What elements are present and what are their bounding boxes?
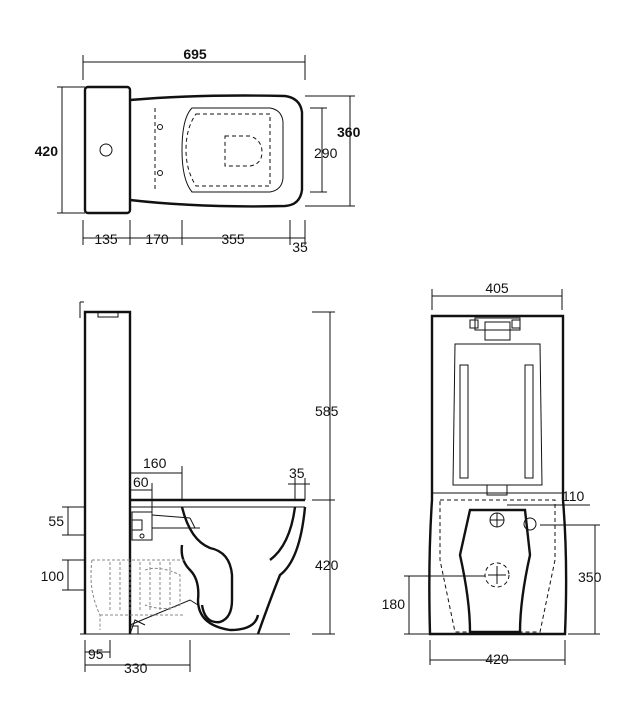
bowl-outline-side [256, 506, 307, 635]
dim-bowl-depth-outer: 360 [337, 124, 361, 140]
bowl-opening-top [224, 135, 263, 167]
dim-inlet-110: 110 [562, 488, 585, 504]
trap-side [180, 544, 260, 632]
outlet-circle-front [484, 562, 510, 588]
dim-overall-width: 695 [183, 46, 207, 62]
dim-overall-depth: 420 [35, 143, 59, 159]
dim-base-95: 95 [88, 646, 104, 662]
seat-inner-top [181, 107, 284, 193]
front-outline [428, 314, 568, 636]
dim-floor-180: 180 [382, 596, 406, 612]
tank-outline-top [83, 85, 132, 215]
bowl-body-dashed [439, 499, 556, 633]
dim-bowl-height: 420 [315, 557, 339, 573]
bowl-outline-top [129, 94, 304, 208]
dim-base-width: 420 [485, 651, 509, 667]
dim-rim-offset: 35 [289, 465, 305, 481]
front-view: 405 110 350 [382, 280, 602, 667]
dim-inlet-60: 60 [133, 474, 149, 490]
dim-seg-tank: 135 [94, 231, 118, 247]
dim-inlet-55: 55 [48, 513, 64, 529]
dim-base-330: 330 [124, 660, 148, 676]
top-view: 695 420 360 290 135 [35, 46, 361, 255]
fixing-hole-1 [157, 124, 163, 130]
dim-seg-4: 35 [292, 239, 308, 255]
dim-bowl-depth-inner: 290 [314, 145, 338, 161]
dim-seg-2: 170 [145, 231, 169, 247]
side-view: 585 420 35 160 60 55 100 95 [41, 301, 339, 676]
dim-seg-3: 355 [221, 231, 245, 247]
dim-tank-height: 585 [315, 403, 339, 419]
fixing-hole-2 [157, 170, 163, 176]
flush-button-hole [99, 143, 113, 157]
dim-inlet-160: 160 [143, 455, 167, 471]
dim-outlet-100: 100 [41, 568, 65, 584]
pipe-dashed-side [90, 559, 185, 630]
dim-tank-width: 405 [485, 280, 509, 296]
tank-inner-panel [452, 343, 543, 486]
trap-front [458, 508, 532, 634]
dim-outlet-height: 350 [578, 569, 602, 585]
